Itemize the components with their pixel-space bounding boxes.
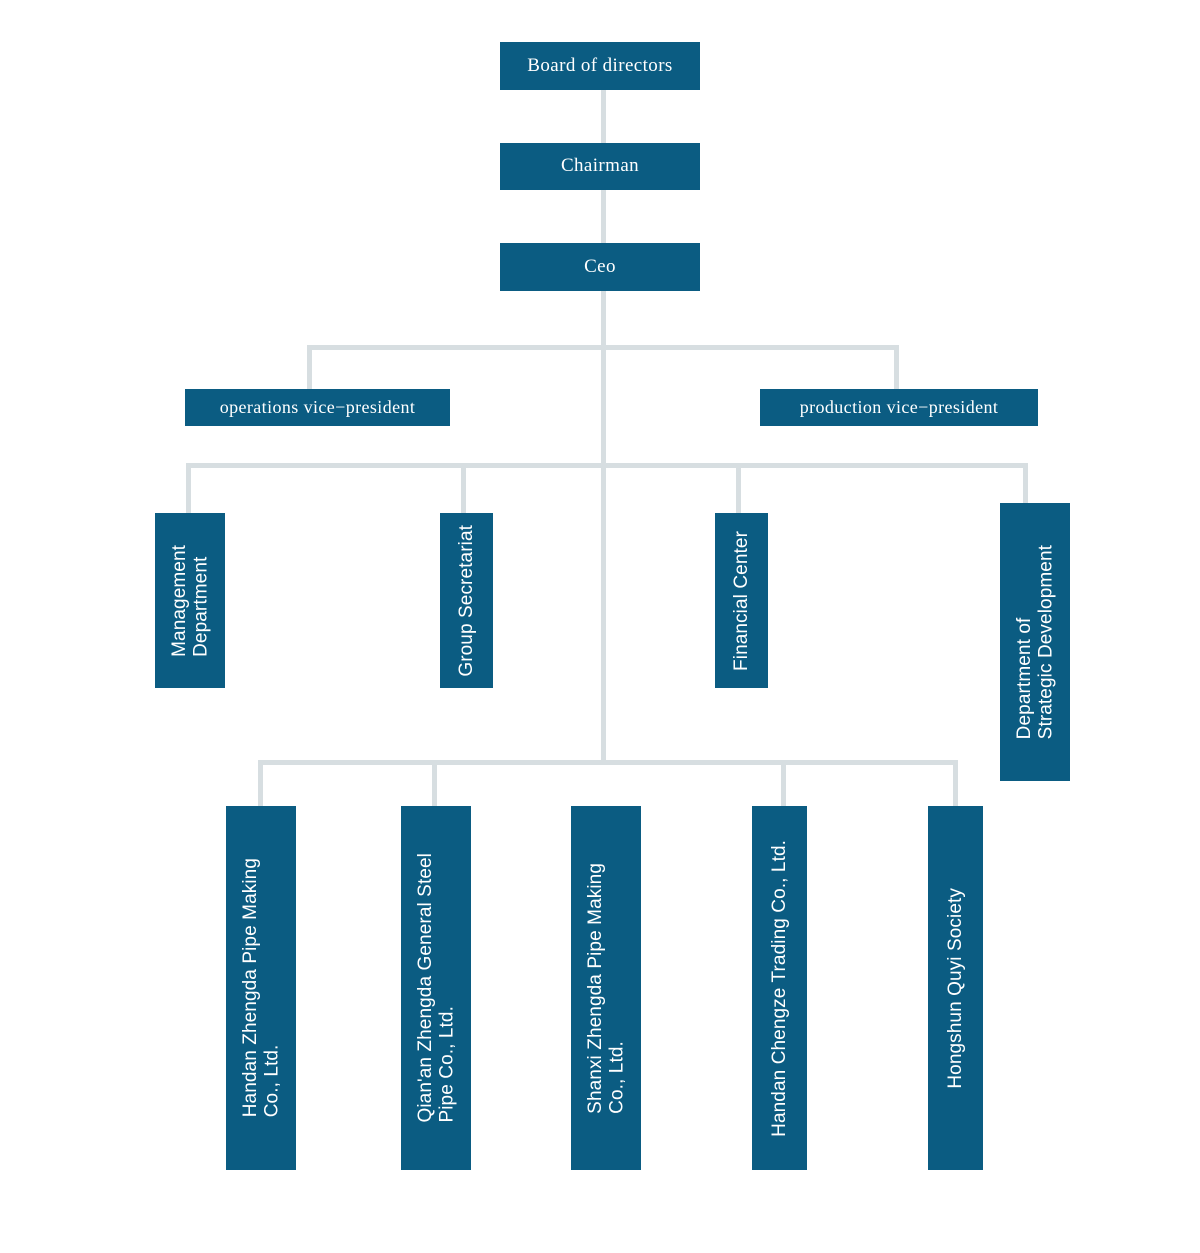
node-label: Management Department [168,544,211,657]
connector-bus-departments [186,463,1028,468]
connector-drop-subsidiary-5 [953,760,958,806]
node-subsidiary-shanxi-zhengda-pipe-making[interactable]: Shanxi Zhengda Pipe Making Co., Ltd. [571,806,641,1170]
node-label: Shanxi Zhengda Pipe Making Co., Ltd. [584,862,627,1114]
connector-drop-management-department [186,463,191,513]
connector-drop-strategic-development [1023,463,1028,503]
node-label: Financial Center [730,530,752,671]
node-subsidiary-handan-zhengda-pipe-making[interactable]: Handan Zhengda Pipe Making Co., Ltd. [226,806,296,1170]
node-label: production vice−president [799,396,999,417]
node-financial-center[interactable]: Financial Center [715,513,768,688]
connector-drop-operations-vp [307,345,312,389]
node-label: Board of directors [527,54,673,76]
node-operations-vice-president[interactable]: operations vice−president [185,389,450,426]
node-subsidiary-handan-chengze-trading[interactable]: Handan Chengze Trading Co., Ltd. [752,806,807,1170]
connector-ceo-trunk [601,291,606,763]
connector-drop-production-vp [894,345,899,389]
connector-chairman-to-ceo [601,190,606,243]
node-ceo[interactable]: Ceo [500,243,700,291]
node-group-secretariat[interactable]: Group Secretariat [440,513,493,688]
node-board-of-directors[interactable]: Board of directors [500,42,700,90]
connector-board-to-chairman [601,90,606,143]
connector-drop-group-secretariat [461,463,466,513]
connector-drop-subsidiary-1 [258,760,263,806]
node-label: Qian'an Zhengda General Steel Pipe Co., … [414,853,457,1123]
connector-bus-subsidiaries [258,760,958,765]
connector-drop-subsidiary-2 [432,760,437,806]
node-department-of-strategic-development[interactable]: Department of Strategic Development [1000,503,1070,781]
connector-drop-financial-center [736,463,741,513]
node-production-vice-president[interactable]: production vice−president [760,389,1038,426]
node-subsidiary-hongshun-quyi-society[interactable]: Hongshun Quyi Society [928,806,983,1170]
node-label: Hongshun Quyi Society [944,887,966,1089]
node-label: Chairman [560,155,640,177]
node-label: Department of Strategic Development [1013,544,1056,740]
node-label: Ceo [584,255,616,277]
node-management-department[interactable]: Management Department [155,513,225,688]
node-label: Handan Chengze Trading Co., Ltd. [768,839,790,1137]
node-chairman[interactable]: Chairman [500,143,700,190]
node-label: Group Secretariat [455,524,477,677]
connector-bus-vice-presidents [307,345,899,350]
node-label: operations vice−president [219,396,416,417]
connector-drop-subsidiary-4 [781,760,786,806]
node-subsidiary-qianan-zhengda-general-steel-pipe[interactable]: Qian'an Zhengda General Steel Pipe Co., … [401,806,471,1170]
node-label: Handan Zhengda Pipe Making Co., Ltd. [239,858,282,1118]
